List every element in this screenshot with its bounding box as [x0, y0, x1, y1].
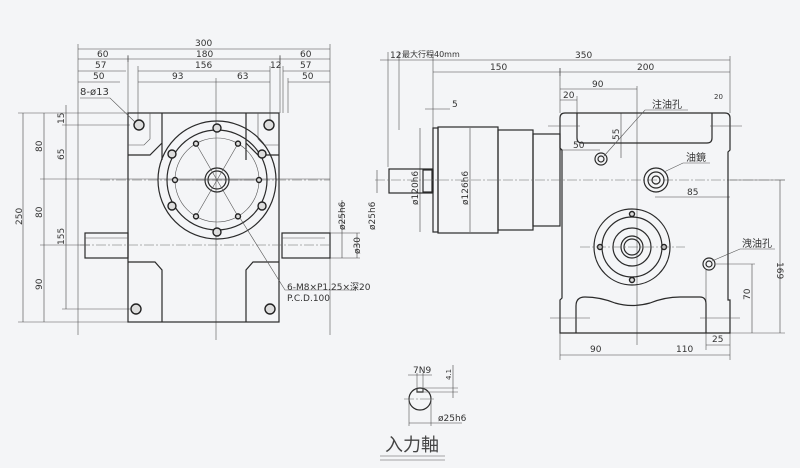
- oil-drain-hole: [702, 257, 716, 271]
- dim-57-left: 57: [95, 61, 106, 71]
- dim-150: 150: [490, 63, 507, 73]
- stroke-note: 最大行程40mm: [402, 49, 460, 59]
- flange-bolt: [167, 201, 177, 211]
- dim-65: 65: [57, 149, 67, 160]
- dim-50-left: 50: [93, 72, 105, 82]
- oil-gauge-label: 油鏡: [686, 151, 706, 164]
- dim-20: 20: [563, 91, 575, 101]
- tapped-hole: [255, 176, 263, 184]
- pcd-spoke: [195, 143, 218, 181]
- dim-60-left: 60: [97, 50, 109, 60]
- dim-stroke-gap: 12: [390, 51, 401, 61]
- flange-bolt: [167, 149, 177, 159]
- dia-120: ø120h6: [411, 171, 421, 205]
- housing-outline: [127, 112, 280, 323]
- input-shaft-section: 7N9 4.1 ø25h6 入力軸: [380, 365, 467, 461]
- pcd-spoke: [216, 179, 239, 217]
- dim-80-b: 80: [35, 206, 45, 218]
- dim-55: 55: [612, 129, 622, 140]
- dim-70: 70: [743, 288, 753, 300]
- tapped-hole: [234, 140, 242, 147]
- output-flange: [157, 120, 277, 240]
- oil-drain-label: 洩油孔: [742, 237, 772, 250]
- input-shaft: [388, 168, 433, 194]
- dim-93: 93: [172, 72, 183, 82]
- front-view: 300 60 180 60 57 156 12 57 50 93 63 50 2…: [15, 39, 371, 340]
- dim-25: 25: [712, 335, 723, 345]
- dim-180: 180: [196, 50, 213, 60]
- flange-bolt: [257, 201, 267, 211]
- dia-shaft: ø25h6: [368, 201, 378, 230]
- right-shaft: [281, 232, 331, 259]
- flange-bolt: [212, 123, 222, 133]
- oil-fill-hole: [594, 152, 608, 166]
- dim-top-right: 20: [714, 93, 723, 101]
- dim-57-right: 57: [300, 61, 311, 71]
- shaft-diameter: ø25h6: [438, 414, 467, 424]
- side-view: 12 最大行程40mm 350 150 200 90 20 20 5 55 50…: [368, 49, 785, 360]
- dim-5: 5: [452, 100, 458, 110]
- oil-fill-label: 注油孔: [652, 98, 682, 111]
- flange-bolt: [257, 149, 267, 159]
- tapped-hole: [171, 176, 179, 184]
- dim-60-right: 60: [300, 50, 312, 60]
- mount-holes: [130, 119, 276, 315]
- bolt-note: 6-M8×P1.25×深20: [287, 282, 371, 293]
- dim-shaft-dia: ø25h6: [338, 201, 348, 230]
- tapped-hole: [234, 213, 242, 220]
- side-housing: [559, 112, 731, 334]
- pcd-spoke: [216, 143, 239, 181]
- dim-300: 300: [195, 39, 212, 49]
- dim-30: ø30: [353, 237, 363, 254]
- dim-110: 110: [676, 345, 693, 355]
- housing-top-detail: [128, 113, 279, 160]
- hole-note: 8-ø13: [80, 87, 109, 98]
- dim-90-bottom: 90: [590, 345, 602, 355]
- dim-156: 156: [195, 61, 212, 71]
- dim-155: 155: [57, 228, 67, 245]
- oil-gauge: [643, 167, 669, 193]
- dim-80-a: 80: [35, 140, 45, 152]
- side-output-flange: [580, 208, 685, 286]
- key-width: 7N9: [413, 366, 431, 376]
- tapped-hole: [192, 213, 200, 220]
- dim-200: 200: [637, 63, 654, 73]
- dim-63: 63: [237, 72, 248, 82]
- tapped-hole: [192, 140, 200, 147]
- dim-50: 50: [573, 141, 585, 151]
- pcd-note: P.C.D.100: [287, 294, 330, 304]
- dim-12: 12: [270, 61, 281, 71]
- dim-15: 15: [57, 113, 67, 124]
- dim-85: 85: [687, 188, 698, 198]
- pcd-spoke: [195, 179, 218, 217]
- dim-50-right: 50: [302, 72, 314, 82]
- dim-90-top: 90: [592, 80, 604, 90]
- section-title: 入力軸: [385, 435, 439, 456]
- housing-bottom-detail: [128, 261, 279, 322]
- dim-350: 350: [575, 51, 592, 61]
- dim-90: 90: [35, 278, 45, 290]
- left-shaft: [84, 232, 129, 259]
- dim-169: 169: [774, 262, 784, 279]
- key-depth: 4.1: [445, 369, 453, 380]
- dia-126: ø126h6: [461, 171, 471, 205]
- dim-250: 250: [15, 208, 25, 225]
- flange-bolt: [212, 227, 222, 237]
